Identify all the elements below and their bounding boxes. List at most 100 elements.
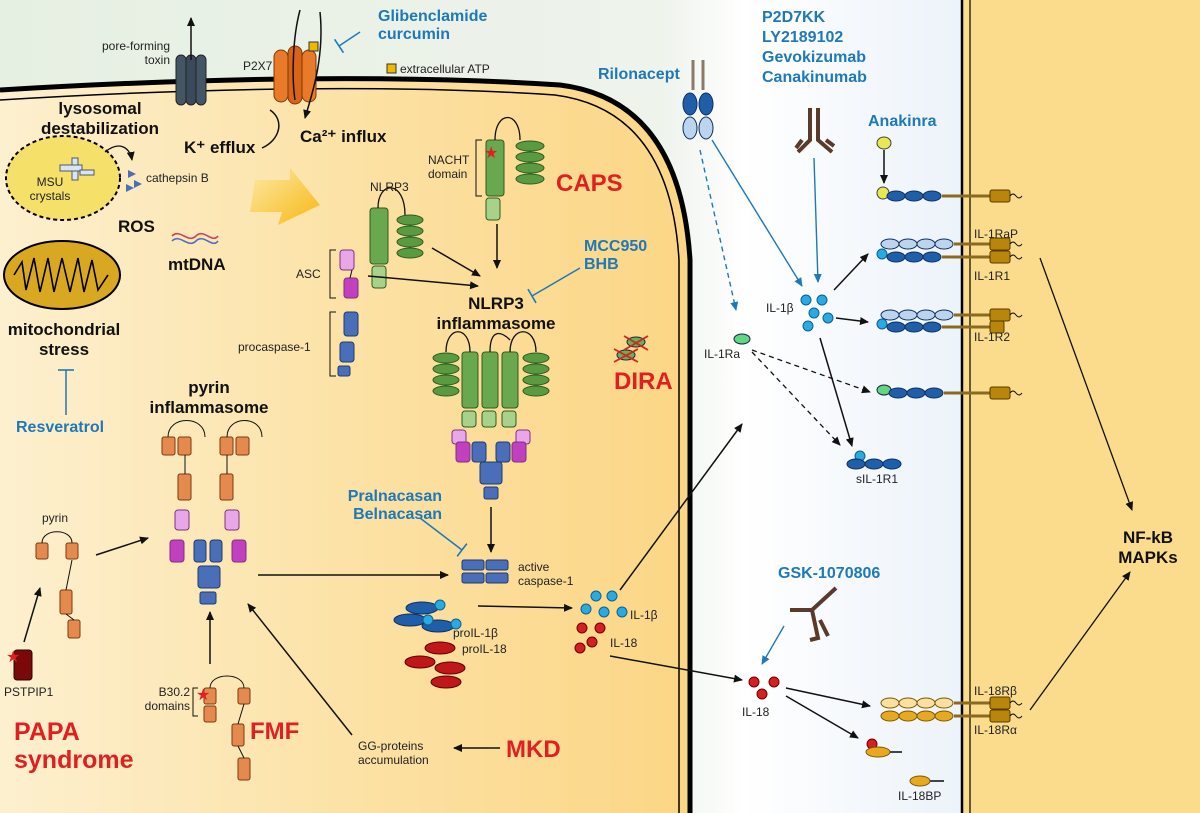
rilonacept-il1ra-arrow xyxy=(699,149,739,311)
active-caspase-icon xyxy=(461,559,509,584)
rilonacept-label: Rilonacept xyxy=(598,66,680,83)
nlrp3-arrow xyxy=(431,247,481,277)
il18-mid-label: IL-18 xyxy=(610,636,638,650)
il1b-il1r1-arrow xyxy=(833,253,869,291)
dira-label: DIRA xyxy=(614,368,673,395)
pyrin-inflammasome-icon xyxy=(161,420,263,605)
asc-arrow xyxy=(367,275,479,290)
il18-receptor-arrow xyxy=(785,687,871,709)
mcc950-inhibition xyxy=(527,267,581,304)
sil1r1-label: sIL-1R1 xyxy=(856,472,899,486)
fmf-mutation-star: ★ xyxy=(196,685,210,704)
anakinra-icon xyxy=(876,136,892,150)
atp-key-icon xyxy=(386,63,397,74)
nacht-nlrp3-icon: ★ xyxy=(475,116,545,221)
gsk-label: GSK-1070806 xyxy=(778,565,881,582)
pralnacasan-inhibition xyxy=(419,517,468,557)
k-efflux-label: K⁺ efflux xyxy=(184,138,256,157)
proil18-icon xyxy=(404,641,466,689)
il1b-sil1r1-arrow xyxy=(819,337,854,447)
il1ra-il1r1-icon xyxy=(876,384,1023,400)
il1rap-receptor-icon xyxy=(880,237,1023,251)
gg-proteins-arrow xyxy=(247,603,353,736)
asc-icon xyxy=(329,249,359,299)
cathepsin-label: cathepsin B xyxy=(146,171,209,185)
svg-text:★: ★ xyxy=(484,143,498,162)
il1b-mid-label: IL-1β xyxy=(630,608,658,622)
il1r1-receptor-icon xyxy=(876,248,1023,264)
k-efflux-arrow xyxy=(261,109,280,149)
il1ra-icon xyxy=(733,333,751,345)
target-cell xyxy=(962,0,1200,813)
il18-right-icon xyxy=(748,676,780,700)
fmf-pyrin-icon xyxy=(203,687,251,781)
il1r2-receptor-icon xyxy=(880,308,1023,322)
fmf-label: FMF xyxy=(250,718,300,745)
il18-secretion-arrow xyxy=(609,655,743,683)
proil1b-dots-icon xyxy=(422,599,462,630)
cathepsin-b-icon xyxy=(126,170,142,192)
rilonacept-il1b-arrow xyxy=(711,139,803,287)
ros-label: ROS xyxy=(118,217,155,236)
cell-cytoplasm xyxy=(0,78,690,813)
il1ra-arrow1 xyxy=(751,349,871,394)
anakinra-label: Anakinra xyxy=(868,113,937,130)
anti-il1b-antibody-icon xyxy=(794,108,836,154)
procaspase-label: procaspase-1 xyxy=(238,340,311,354)
il1b-right-label: IL-1β xyxy=(766,301,794,315)
proil1b-label: proIL-1β xyxy=(453,626,498,640)
il18rb-label: IL-18Rβ xyxy=(974,684,1017,698)
il1r1-label: IL-1R1 xyxy=(974,269,1011,283)
pstpip1-icon: ★ xyxy=(6,647,33,681)
resveratrol-label: Resveratrol xyxy=(16,419,105,436)
il1b-right-icon xyxy=(800,294,834,332)
pore-forming-toxin-icon xyxy=(175,17,207,106)
rilonacept-icon xyxy=(682,60,714,140)
p2x7-label: P2X7 xyxy=(243,59,273,73)
il1rap-label: IL-1RaP xyxy=(974,227,1019,241)
pstpip1-arrow xyxy=(23,587,42,643)
il1b-mature-icon xyxy=(580,590,628,618)
il1r2-bound-icon xyxy=(876,318,1005,334)
il1r1-anakinra-receptor-icon xyxy=(876,186,1023,203)
mkd-label: MKD xyxy=(506,736,561,763)
il1ra-arrow2 xyxy=(751,351,841,446)
procaspase-icon xyxy=(329,311,359,377)
il18-signal-arrow xyxy=(1029,571,1131,711)
gsk-arrow xyxy=(761,625,785,665)
il18-il18bp-complex-icon xyxy=(865,738,902,758)
antibody-il1b-arrow xyxy=(813,157,822,283)
il18-right-label: IL-18 xyxy=(742,705,770,719)
pyrin-arrow xyxy=(95,536,149,556)
il1r2-label: IL-1R2 xyxy=(974,330,1011,344)
atp-label: extracellular ATP xyxy=(400,62,490,76)
p2x7-receptor-icon xyxy=(273,9,322,119)
nlrp3-inflammasome-icon xyxy=(432,331,550,500)
il18-bp-arrow xyxy=(785,695,859,739)
dira-crossed-icon xyxy=(613,335,649,363)
il18bp-icon xyxy=(909,775,944,787)
glibenclamide-inhibition xyxy=(333,31,361,54)
il1ra-label: IL-1Ra xyxy=(704,347,741,361)
il18ra-label: IL-18Rα xyxy=(974,723,1017,737)
sil1r1-icon xyxy=(846,450,902,470)
cell-membrane-inner xyxy=(0,87,680,813)
nlrp3-label: NLRP3 xyxy=(370,180,409,194)
asc-label: ASC xyxy=(296,267,321,281)
processing-arrow xyxy=(477,603,573,612)
big-yellow-arrow xyxy=(250,168,320,225)
caps-label: CAPS xyxy=(556,170,623,197)
